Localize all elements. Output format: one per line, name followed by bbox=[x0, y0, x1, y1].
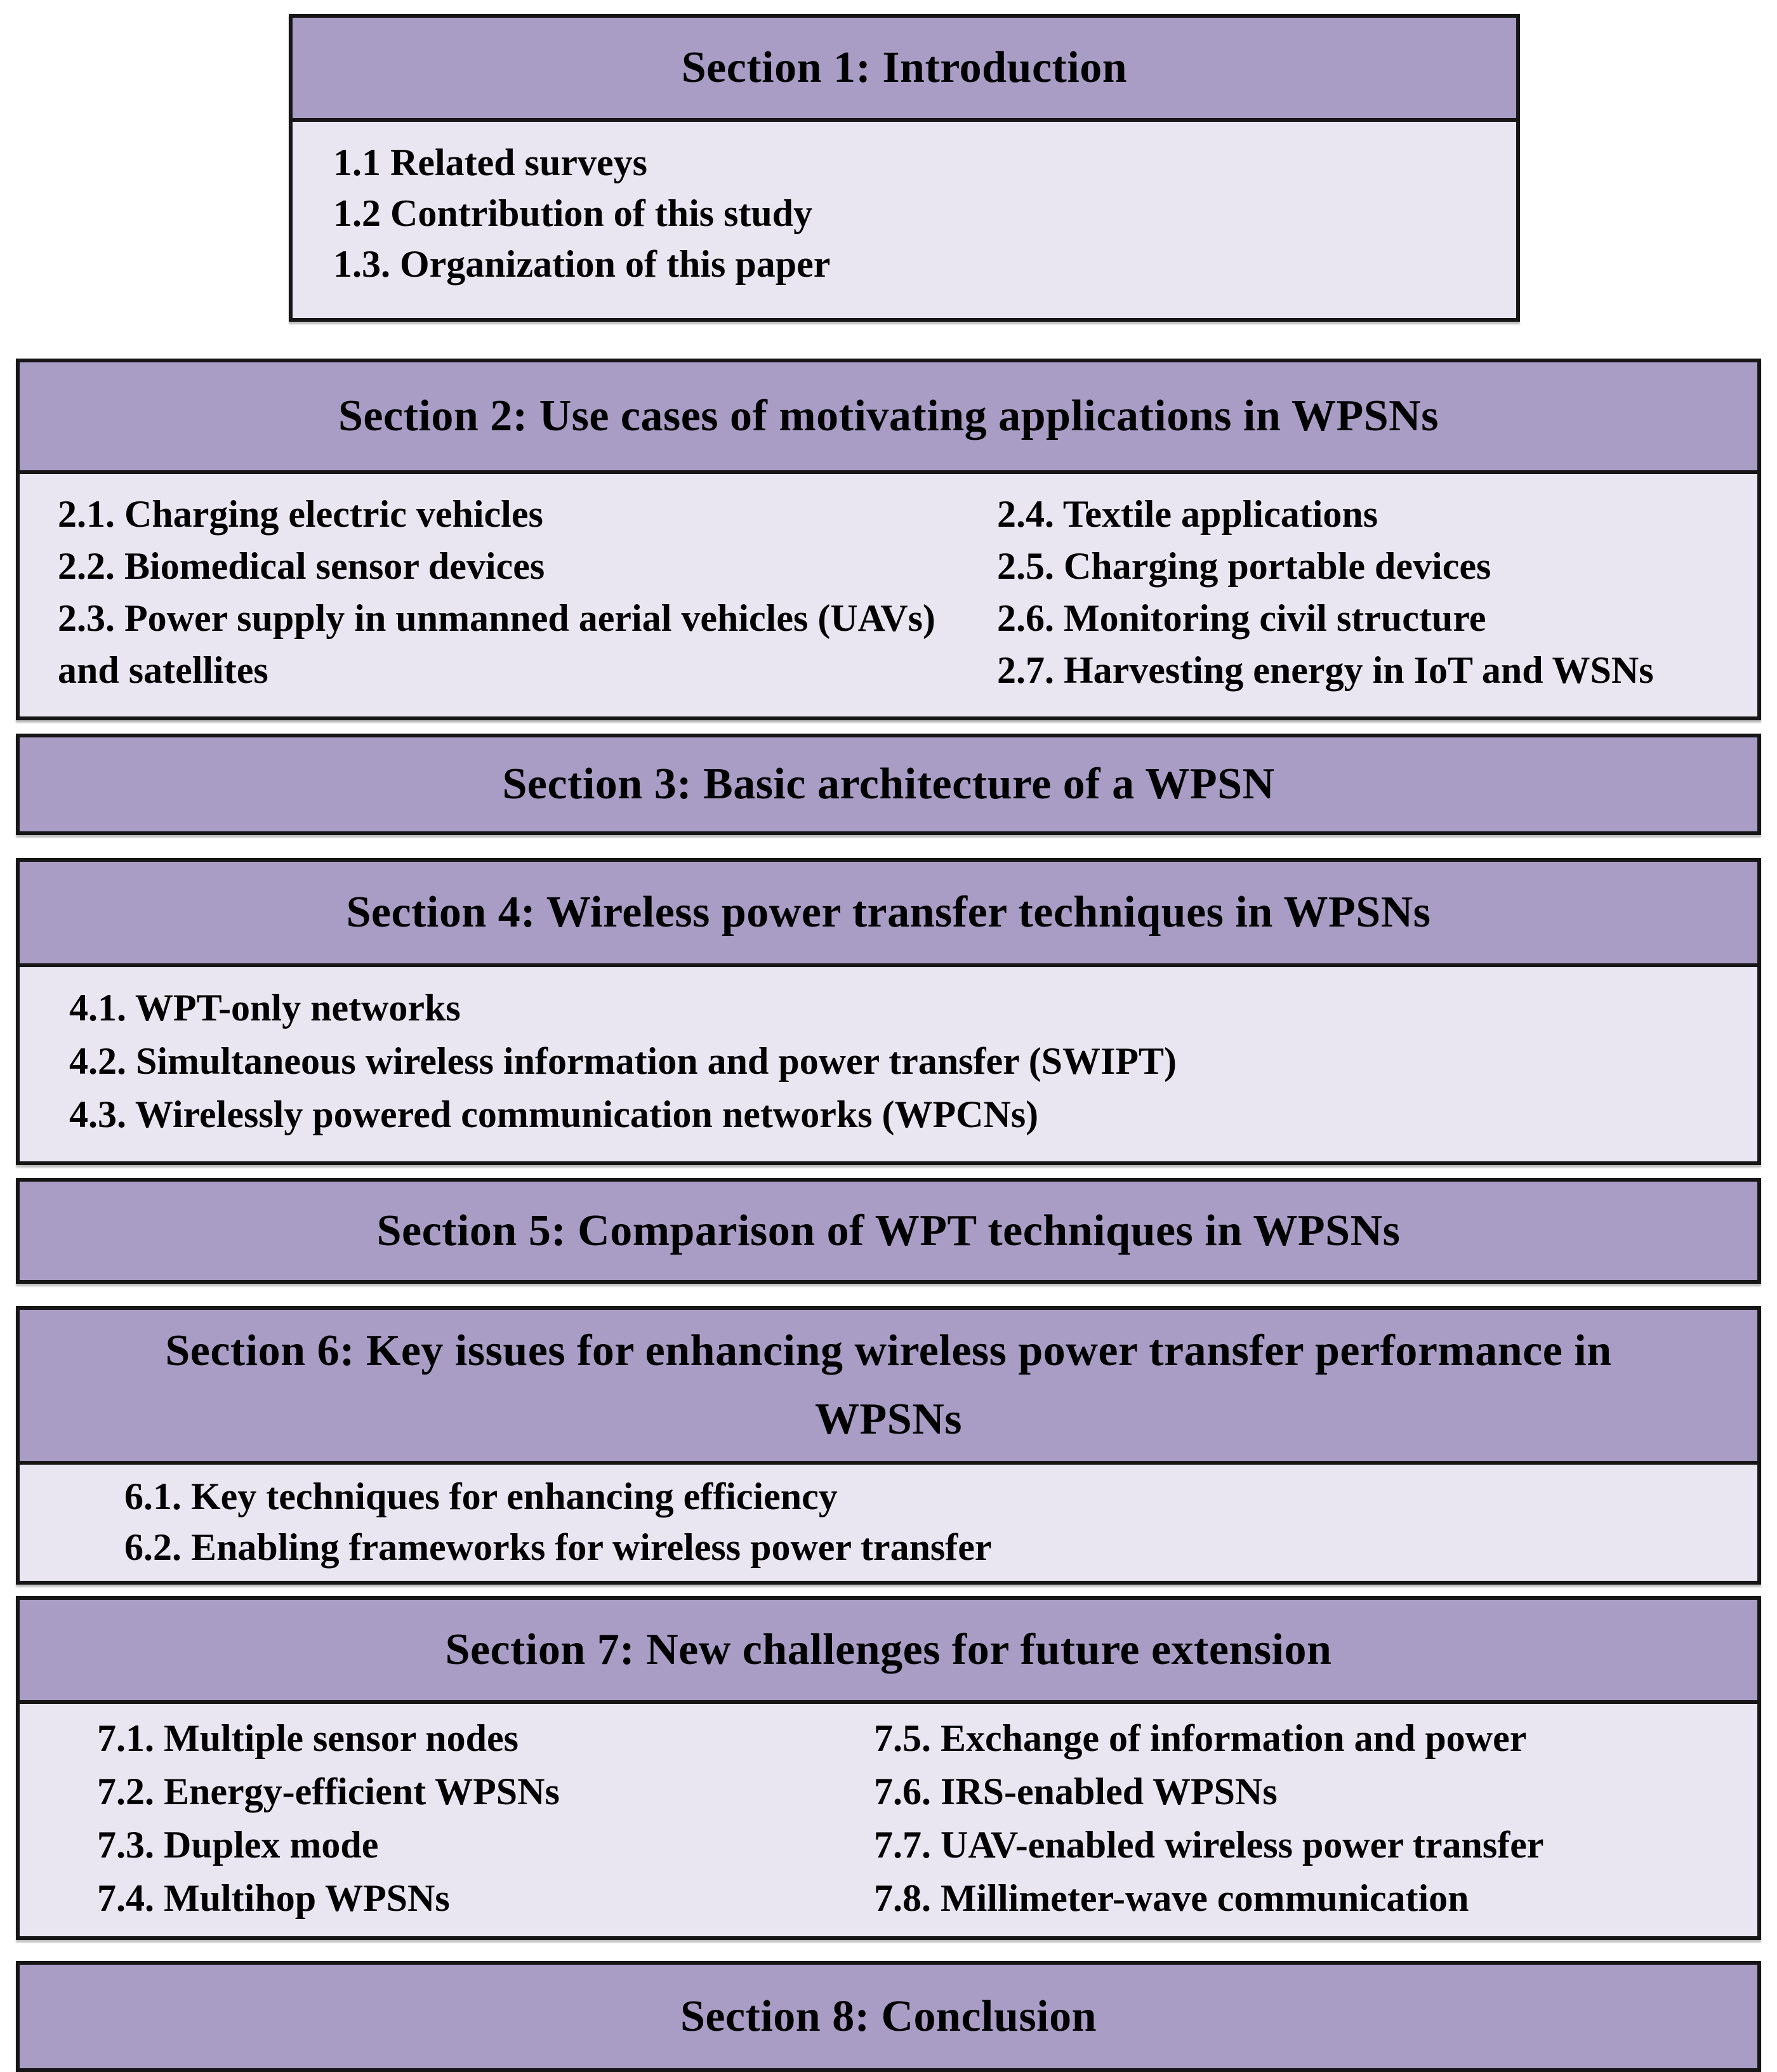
toc-item-2-3: 2.3. Power supply in unmanned aerial veh… bbox=[58, 597, 935, 691]
section-4-box: Section 4: Wireless power transfer techn… bbox=[16, 858, 1761, 1165]
section-3-title: Section 3: Basic architecture of a WPSN bbox=[502, 760, 1275, 808]
toc-item-1-3: 1.3. Organization of this paper bbox=[333, 243, 831, 285]
toc-item-7-7: 7.7. UAV-enabled wireless power transfer bbox=[874, 1824, 1544, 1866]
section-8-header: Section 8: Conclusion bbox=[20, 1965, 1757, 2068]
section-2-left-column: 2.1. Charging electric vehicles 2.2. Bio… bbox=[58, 488, 997, 716]
section-6-box: Section 6: Key issues for enhancing wire… bbox=[16, 1306, 1761, 1585]
toc-item-4-2: 4.2. Simultaneous wireless information a… bbox=[69, 1040, 1177, 1082]
section-7-header: Section 7: New challenges for future ext… bbox=[20, 1600, 1757, 1704]
section-5-title: Section 5: Comparison of WPT techniques … bbox=[376, 1206, 1401, 1255]
section-4-body: 4.1. WPT-only networks 4.2. Simultaneous… bbox=[20, 967, 1757, 1161]
toc-item-7-8: 7.8. Millimeter-wave communication bbox=[874, 1877, 1469, 1919]
section-3-header: Section 3: Basic architecture of a WPSN bbox=[20, 737, 1757, 831]
toc-item-7-3: 7.3. Duplex mode bbox=[97, 1824, 379, 1866]
section-4-title: Section 4: Wireless power transfer techn… bbox=[346, 888, 1431, 937]
section-7-title: Section 7: New challenges for future ext… bbox=[445, 1625, 1332, 1674]
section-1-header: Section 1: Introduction bbox=[293, 18, 1516, 122]
section-5-box: Section 5: Comparison of WPT techniques … bbox=[16, 1178, 1761, 1284]
toc-item-7-6: 7.6. IRS-enabled WPSNs bbox=[874, 1771, 1278, 1812]
toc-item-4-3: 4.3. Wirelessly powered communication ne… bbox=[69, 1093, 1039, 1135]
section-5-header: Section 5: Comparison of WPT techniques … bbox=[20, 1182, 1757, 1280]
toc-item-6-1: 6.1. Key techniques for enhancing effici… bbox=[124, 1475, 838, 1517]
section-2-title: Section 2: Use cases of motivating appli… bbox=[338, 392, 1439, 440]
section-7-right-column: 7.5. Exchange of information and power 7… bbox=[874, 1712, 1757, 1936]
section-7-box: Section 7: New challenges for future ext… bbox=[16, 1596, 1761, 1940]
toc-item-1-1: 1.1 Related surveys bbox=[333, 142, 647, 183]
toc-item-7-1: 7.1. Multiple sensor nodes bbox=[97, 1717, 519, 1759]
section-1-title: Section 1: Introduction bbox=[681, 43, 1128, 92]
toc-item-2-7: 2.7. Harvesting energy in IoT and WSNs bbox=[997, 649, 1654, 691]
toc-item-7-4: 7.4. Multihop WPSNs bbox=[97, 1877, 450, 1919]
section-1-body: 1.1 Related surveys 1.2 Contribution of … bbox=[293, 122, 1516, 318]
toc-item-7-2: 7.2. Energy-efficient WPSNs bbox=[97, 1771, 560, 1812]
section-2-box: Section 2: Use cases of motivating appli… bbox=[16, 359, 1761, 720]
toc-item-6-2: 6.2. Enabling frameworks for wireless po… bbox=[124, 1526, 992, 1568]
toc-item-7-5: 7.5. Exchange of information and power bbox=[874, 1717, 1527, 1759]
section-7-body: 7.1. Multiple sensor nodes 7.2. Energy-e… bbox=[20, 1704, 1757, 1936]
toc-item-1-2: 1.2 Contribution of this study bbox=[333, 192, 813, 234]
section-2-right-column: 2.4. Textile applications 2.5. Charging … bbox=[997, 488, 1757, 716]
section-8-box: Section 8: Conclusion bbox=[16, 1961, 1761, 2072]
toc-item-4-1: 4.1. WPT-only networks bbox=[69, 987, 461, 1029]
section-1-box: Section 1: Introduction 1.1 Related surv… bbox=[289, 14, 1520, 322]
section-3-box: Section 3: Basic architecture of a WPSN bbox=[16, 734, 1761, 835]
toc-item-2-4: 2.4. Textile applications bbox=[997, 493, 1378, 535]
section-7-left-column: 7.1. Multiple sensor nodes 7.2. Energy-e… bbox=[97, 1712, 874, 1936]
toc-item-2-2: 2.2. Biomedical sensor devices bbox=[58, 545, 545, 587]
section-4-header: Section 4: Wireless power transfer techn… bbox=[20, 862, 1757, 967]
toc-item-2-1: 2.1. Charging electric vehicles bbox=[58, 493, 543, 535]
toc-item-2-5: 2.5. Charging portable devices bbox=[997, 545, 1491, 587]
section-2-header: Section 2: Use cases of motivating appli… bbox=[20, 362, 1757, 474]
section-6-body: 6.1. Key techniques for enhancing effici… bbox=[20, 1465, 1757, 1581]
section-6-header: Section 6: Key issues for enhancing wire… bbox=[20, 1310, 1757, 1465]
section-2-body: 2.1. Charging electric vehicles 2.2. Bio… bbox=[20, 474, 1757, 716]
section-6-title: Section 6: Key issues for enhancing wire… bbox=[165, 1326, 1612, 1444]
section-8-title: Section 8: Conclusion bbox=[680, 1991, 1097, 2041]
toc-item-2-6: 2.6. Monitoring civil structure bbox=[997, 597, 1486, 639]
